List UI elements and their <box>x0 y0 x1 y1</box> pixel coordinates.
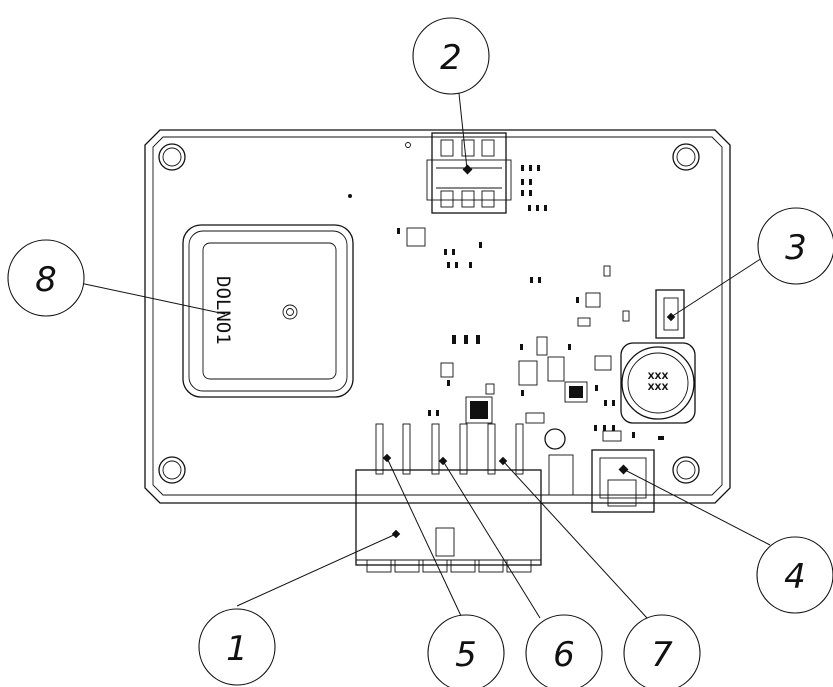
terminal-connector <box>355 423 542 573</box>
callout-7: 7 <box>623 614 701 687</box>
passive-components-top <box>348 142 630 386</box>
sim-card-holder <box>426 132 512 214</box>
callout-2: 2 <box>412 17 490 95</box>
callout-7-number: 7 <box>651 635 673 675</box>
callout-1-number: 1 <box>226 629 248 669</box>
pcb-board <box>144 129 731 504</box>
callout-4: 4 <box>756 536 833 614</box>
callout-4-number: 4 <box>784 557 806 597</box>
mounting-holes <box>158 143 700 484</box>
callout-3-number: 3 <box>785 228 807 268</box>
central-electronics <box>428 355 664 496</box>
callout-8: 8 <box>7 239 85 317</box>
callout-6-number: 6 <box>553 635 575 675</box>
callout-5-number: 5 <box>455 635 477 675</box>
callout-3: 3 <box>757 207 833 285</box>
side-connector <box>655 289 685 339</box>
antenna-marking: DOLNO1 <box>212 276 234 345</box>
callout-8-number: 8 <box>35 260 57 300</box>
callout-2-number: 2 <box>440 38 462 78</box>
inductor-marking-line2: XXX <box>648 383 669 393</box>
inductor-marking-line1: XXX <box>648 372 669 382</box>
mini-usb-connector <box>591 449 655 513</box>
callout-1: 1 <box>198 608 276 686</box>
callout-5: 5 <box>427 614 505 687</box>
gps-patch-antenna: DOLNO1 <box>182 224 354 398</box>
leader-lines <box>79 83 771 619</box>
callout-6: 6 <box>525 614 603 687</box>
power-inductor: XXX XXX <box>620 342 696 424</box>
